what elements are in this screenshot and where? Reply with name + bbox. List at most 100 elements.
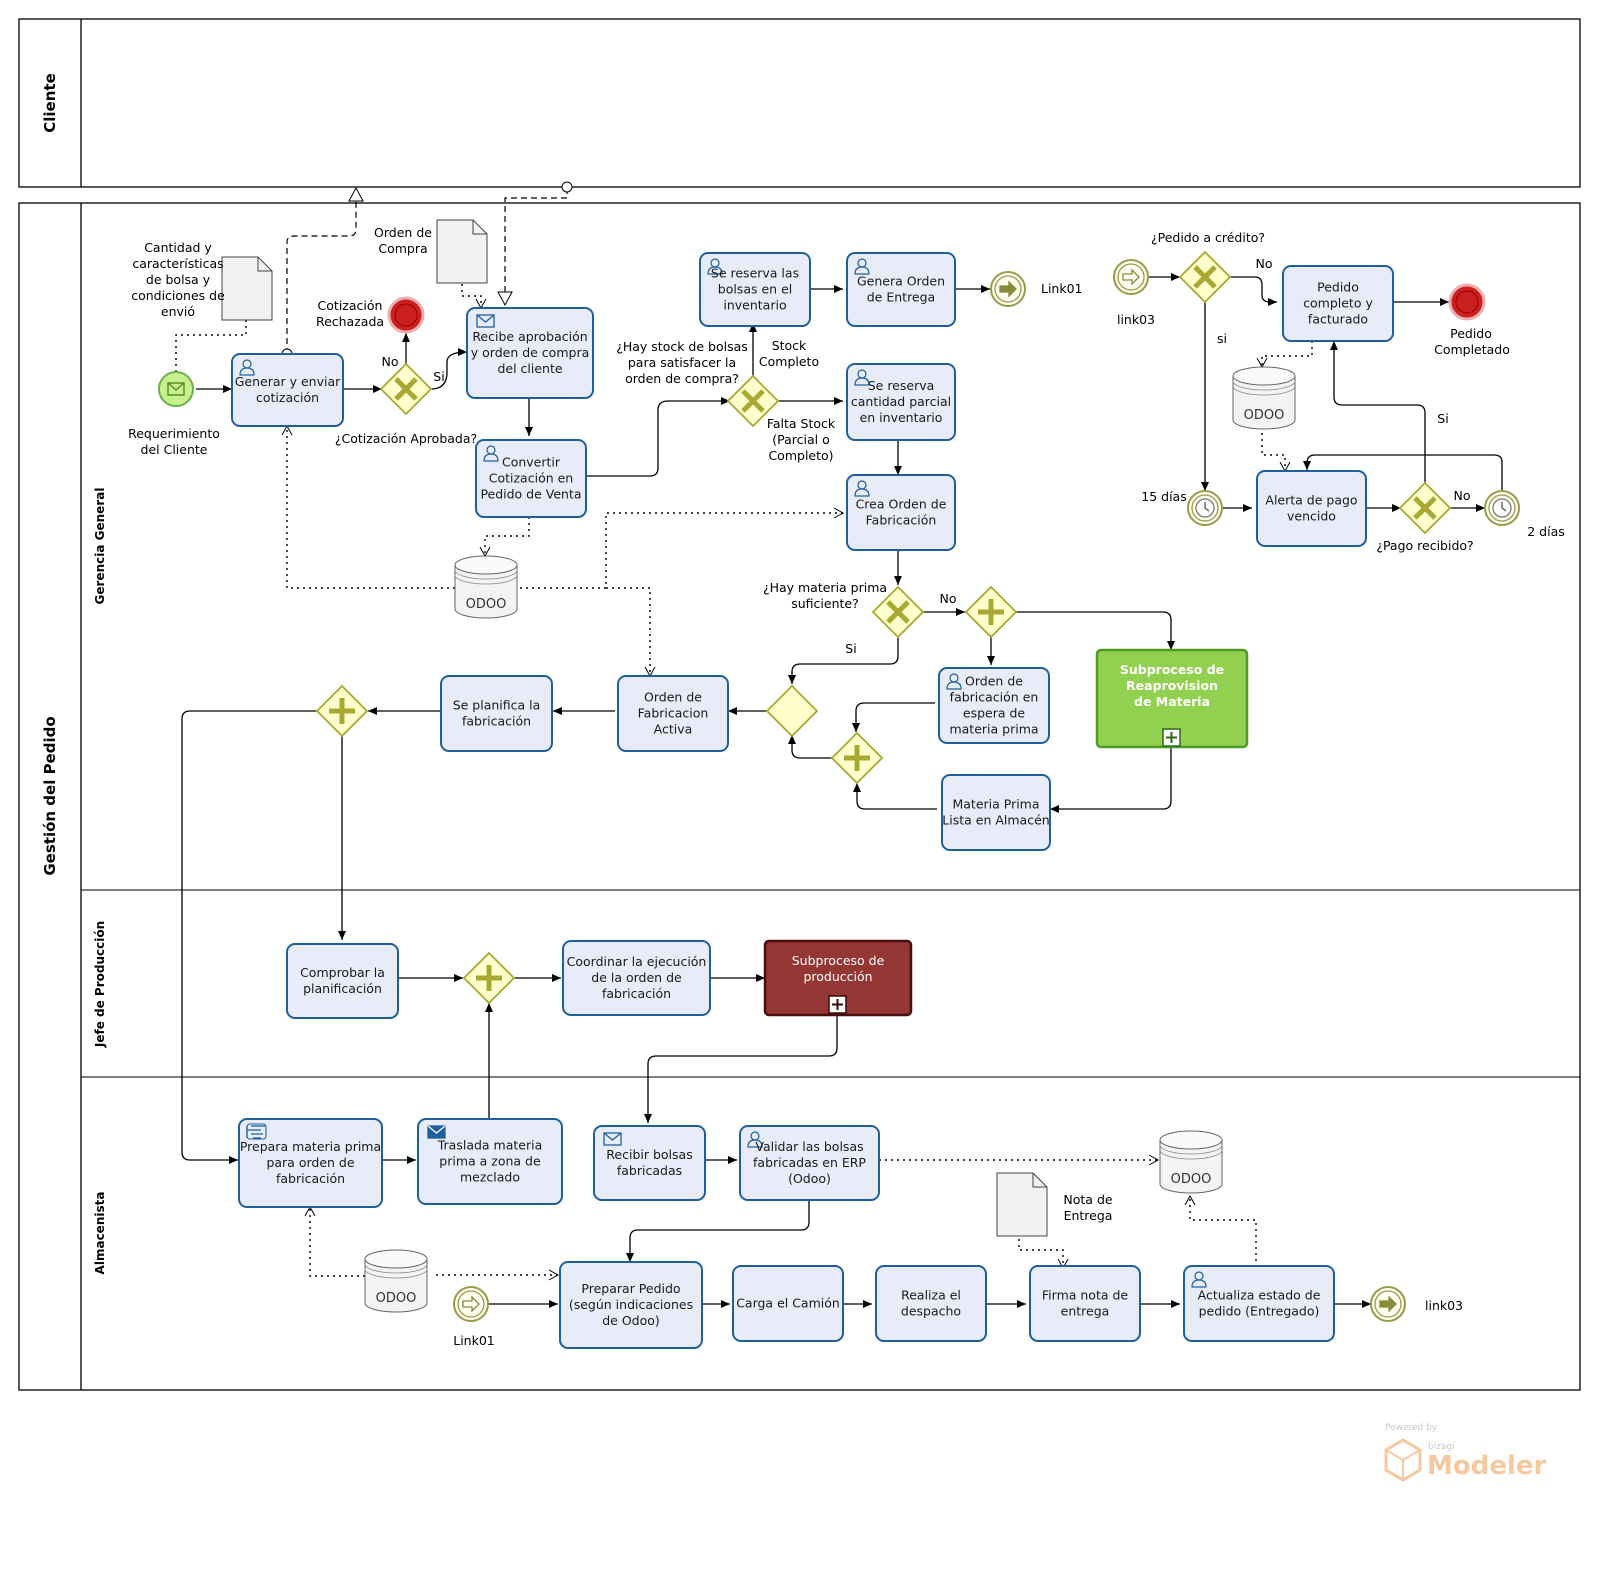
- tasks: [231, 252, 1394, 1349]
- task-planifica[interactable]: [440, 675, 553, 752]
- gateway-pago-recibido[interactable]: [1398, 481, 1452, 535]
- label-gw3-no: No: [940, 591, 957, 606]
- label-hay-stock-3: orden de compra?: [625, 371, 739, 386]
- link-start-event-link01[interactable]: [453, 1286, 489, 1322]
- clock-icon: [1195, 498, 1215, 518]
- user-icon: [1191, 1271, 1207, 1288]
- task-label: Se planifica la: [453, 698, 541, 713]
- label-gw5-no: No: [1256, 256, 1273, 271]
- gateway-hay-materia[interactable]: [871, 585, 925, 639]
- task-label: Materia Prima: [952, 797, 1039, 812]
- data-store-odoo: ODOO: [364, 1249, 428, 1313]
- free-labels: Requerimiento del Cliente Cotización Rec…: [128, 230, 1565, 1348]
- task-validar[interactable]: [739, 1125, 880, 1201]
- message-origin-marker: [561, 181, 573, 193]
- task-preparar-pedido[interactable]: [559, 1261, 703, 1349]
- task-label: Orden de: [965, 674, 1023, 689]
- label-rechazada-2: Rechazada: [316, 314, 384, 329]
- task-despacho[interactable]: [875, 1265, 987, 1342]
- assoc-actualiza-odoo: [1184, 1194, 1257, 1267]
- document-label: Orden de: [374, 225, 432, 240]
- task-traslada[interactable]: [417, 1118, 563, 1205]
- task-recibe[interactable]: [466, 307, 594, 399]
- task-carga[interactable]: [732, 1265, 844, 1342]
- task-convertir[interactable]: [475, 439, 587, 518]
- task-prepara-materia[interactable]: [238, 1118, 383, 1208]
- label-gw3-si: Si: [845, 641, 856, 656]
- task-label: Validar las bolsas: [755, 1139, 863, 1154]
- envelope-icon: [476, 314, 495, 328]
- flow-par2-gw4: [788, 735, 832, 759]
- gateway-parallel-join[interactable]: [830, 731, 884, 785]
- assoc-odoo2-prepara: [304, 1205, 365, 1277]
- subprocess-reaprovision-line3: de Materia: [1134, 694, 1210, 709]
- gateway-cotizacion-aprobada[interactable]: [379, 362, 433, 416]
- user-icon: [854, 480, 870, 497]
- gateway-parallel-split[interactable]: [964, 585, 1018, 639]
- gateway-hay-stock[interactable]: [726, 374, 780, 428]
- link-arrow-icon: [1379, 1295, 1397, 1313]
- envelope-icon: [603, 1132, 622, 1146]
- task-reserva-parcial[interactable]: [846, 363, 956, 441]
- task-orden-activa[interactable]: [617, 675, 729, 752]
- end-event-cotizacion-rechazada[interactable]: [387, 296, 425, 334]
- document-label: características: [132, 256, 223, 271]
- task-reserva-bolsas[interactable]: [699, 252, 811, 327]
- task-firma[interactable]: [1029, 1265, 1141, 1342]
- timer-event-2-dias[interactable]: [1484, 490, 1520, 526]
- task-label: (Odoo): [788, 1171, 831, 1186]
- gateway-parallel-planificacion[interactable]: [315, 684, 369, 738]
- start-event-requerimiento[interactable]: [158, 371, 194, 407]
- label-stock-completo-2: Completo: [759, 354, 819, 369]
- link-end-event-link03[interactable]: [1370, 1286, 1406, 1322]
- subprocess-reaprovision[interactable]: Subproceso de Reaprovision de Materia: [1095, 648, 1249, 749]
- task-orden-espera[interactable]: [938, 667, 1050, 744]
- link-start-event-link03[interactable]: [1113, 259, 1149, 295]
- bizagi-logo-icon: [1384, 1438, 1422, 1482]
- task-pedido-completo[interactable]: [1282, 265, 1394, 342]
- task-genera-entrega[interactable]: [846, 252, 956, 327]
- subprocess-produccion[interactable]: Subproceso de producción: [763, 939, 913, 1017]
- end-event-pedido-completado[interactable]: [1448, 283, 1486, 321]
- task-actualiza[interactable]: [1183, 1265, 1335, 1342]
- gateway-merge[interactable]: [765, 684, 819, 738]
- document-label: Compra: [378, 241, 427, 256]
- task-alerta-pago[interactable]: [1256, 470, 1367, 547]
- parallel-plus-icon: [329, 698, 355, 724]
- task-label: despacho: [901, 1304, 961, 1319]
- exclusive-x-icon: [394, 377, 418, 401]
- task-label: bolsas en el: [718, 282, 792, 297]
- flow-convertir-gw2: [586, 397, 730, 477]
- label-link01-end: Link01: [1041, 281, 1083, 296]
- link-arrow-icon: [999, 280, 1017, 298]
- task-comprobar[interactable]: [286, 943, 399, 1019]
- timer-event-15-dias[interactable]: [1187, 490, 1223, 526]
- task-label: Se reserva: [868, 378, 935, 393]
- assoc-convertir-odoo: [479, 517, 530, 558]
- flow-par3-prepara: [181, 710, 318, 1164]
- label-requerimiento-2: del Cliente: [141, 442, 208, 457]
- task-recibir-bolsas[interactable]: [593, 1125, 706, 1201]
- flow-par1-reaprov: [1016, 611, 1175, 650]
- label-link03-end: link03: [1425, 1298, 1463, 1313]
- task-generar[interactable]: [231, 353, 344, 427]
- task-label: fabricadas: [617, 1163, 682, 1178]
- watermark-product: Modeler: [1427, 1451, 1547, 1481]
- flow-gw5-pedido: [1229, 276, 1277, 306]
- gateway-parallel-jefe[interactable]: [462, 951, 516, 1005]
- parallel-plus-icon: [844, 745, 870, 771]
- task-coordinar[interactable]: [562, 940, 711, 1016]
- task-crea-fabricacion[interactable]: [846, 474, 956, 551]
- assoc-pedido-odoo: [1256, 341, 1313, 369]
- assoc-odoo-crea: [520, 507, 845, 589]
- pool-label-cliente: Cliente: [41, 73, 59, 133]
- label-hay-materia-1: ¿Hay materia prima: [763, 580, 887, 595]
- task-label: Orden de: [644, 690, 702, 705]
- task-label: Recibe aprobación: [472, 329, 587, 344]
- gateway-pedido-credito[interactable]: [1178, 250, 1232, 304]
- label-falta-stock-2: (Parcial o: [772, 432, 829, 447]
- link-end-event-link01[interactable]: [990, 271, 1026, 307]
- task-materia-lista[interactable]: [941, 774, 1051, 851]
- task-label: Fabricacion: [638, 706, 709, 721]
